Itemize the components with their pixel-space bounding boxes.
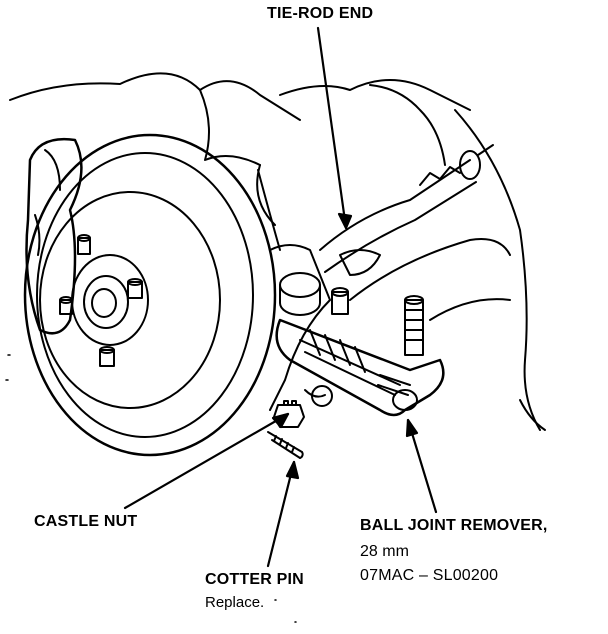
wheel-stud <box>77 234 91 255</box>
cotter-pin-leader <box>266 460 296 568</box>
ball-joint-remover-part-number: 07MAC – SL00200 <box>360 567 499 584</box>
brake-caliper <box>25 137 83 335</box>
tie-rod-end-label: TIE-ROD END <box>267 5 374 22</box>
ball-joint-remover-label: BALL JOINT REMOVER, <box>360 517 548 534</box>
ball-joint-remover-tool <box>275 287 445 417</box>
wheel-stud <box>99 346 115 367</box>
wheel-stud <box>127 278 143 299</box>
wheel-stud <box>59 296 73 315</box>
wheel-hub <box>59 234 149 367</box>
brake-disc <box>23 133 277 457</box>
castle-nut-leader <box>123 412 290 510</box>
scan-specks <box>5 354 297 623</box>
tie-rod <box>319 144 494 276</box>
steering-knuckle <box>257 169 331 411</box>
leader-lines <box>123 26 438 568</box>
cotter-pin-label: COTTER PIN <box>205 571 304 588</box>
cotter-pin <box>267 431 304 459</box>
strut-body-outline <box>9 72 546 431</box>
cotter-pin-note: Replace. <box>205 594 265 611</box>
ball-joint-remover-size: 28 mm <box>360 543 409 560</box>
tie-rod-leader <box>316 26 348 230</box>
castle-nut-label: CASTLE NUT <box>34 513 138 530</box>
lower-control-arm <box>304 238 511 407</box>
